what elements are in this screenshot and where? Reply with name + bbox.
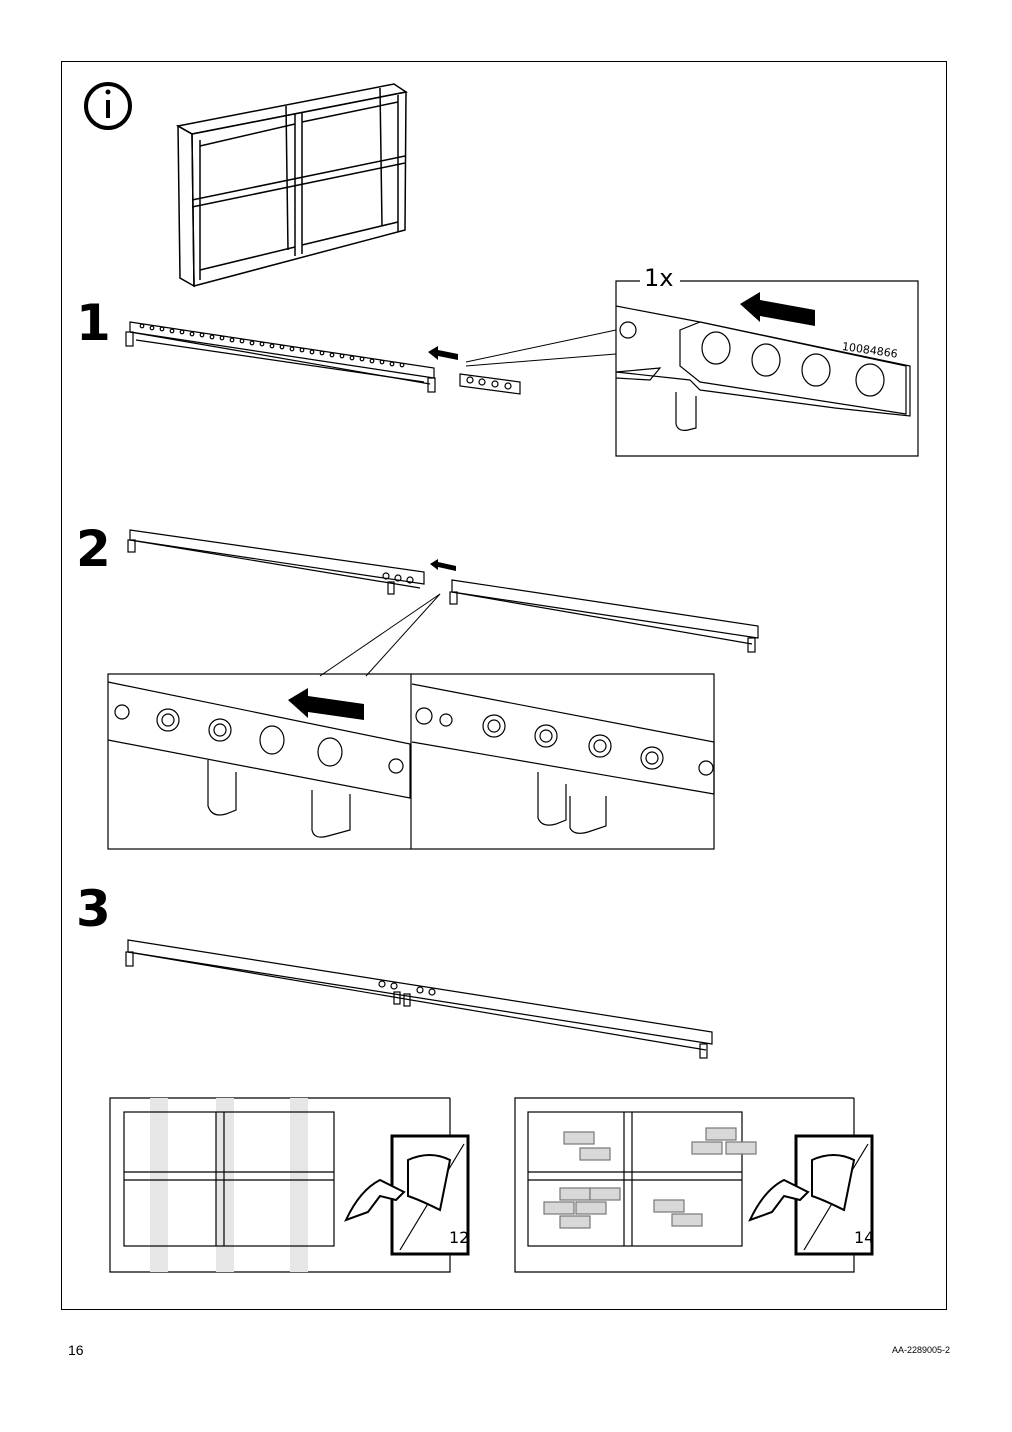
document-code: AA-2289005-2 xyxy=(891,1345,950,1355)
rail-step3 xyxy=(125,939,713,1059)
step-number-1: 1 xyxy=(76,294,111,352)
arrow-left-icon xyxy=(430,559,456,571)
rail-step1 xyxy=(125,321,436,393)
quantity-label: 1x xyxy=(640,266,678,290)
arrow-left-icon xyxy=(428,346,458,360)
page-ref-wall-studs: 12 xyxy=(449,1228,470,1247)
shelving-unit-drawing xyxy=(175,83,408,288)
detail-box-1 xyxy=(615,280,919,457)
instruction-frame xyxy=(61,61,947,1310)
arrow-left-icon xyxy=(740,292,815,326)
rail-holes xyxy=(139,323,405,368)
connector-plate xyxy=(459,373,521,395)
page-ref-wall-bricks: 14 xyxy=(854,1228,875,1247)
detail-box-2 xyxy=(107,673,715,850)
hand-peel-icon xyxy=(344,1154,856,1222)
arrow-left-icon xyxy=(288,688,364,720)
page-number: 16 xyxy=(68,1342,84,1358)
info-icon xyxy=(84,82,132,130)
step-number-2: 2 xyxy=(76,520,111,578)
rail-step2-right xyxy=(449,579,759,653)
rail-step2-left xyxy=(127,529,425,595)
step-number-3: 3 xyxy=(76,880,111,938)
